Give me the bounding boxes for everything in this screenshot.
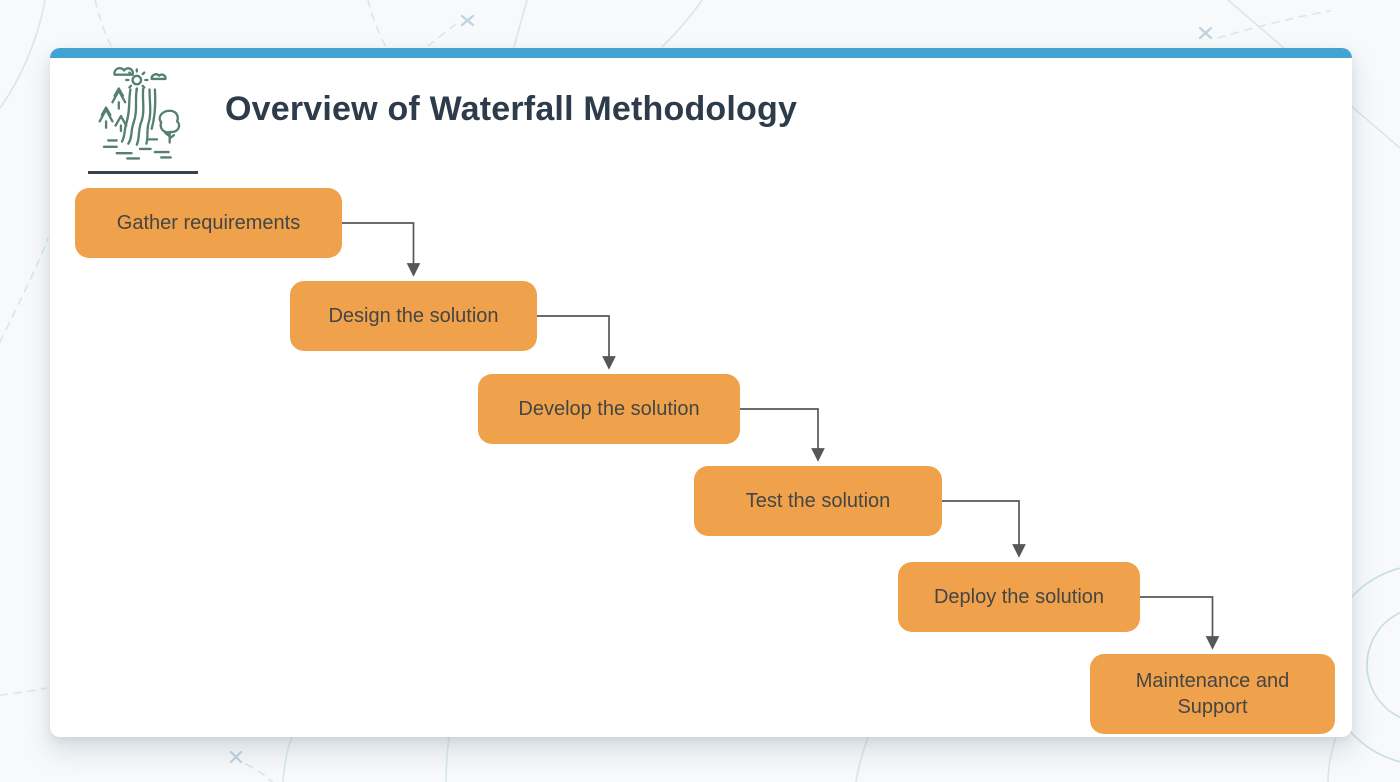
x-mark (1198, 26, 1213, 40)
x-mark (229, 750, 243, 764)
flow-node-test-the-solution: Test the solution (694, 466, 942, 536)
connector-arrow-2 (537, 315, 616, 370)
accent-bar (50, 48, 1352, 58)
flow-node-label: Test the solution (745, 490, 891, 512)
flow-node-deploy-the-solution: Deploy the solution (898, 562, 1140, 632)
flow-node-label: Deploy the solution (933, 586, 1105, 608)
waterfall-scene-icon (98, 66, 181, 160)
flow-node-develop-the-solution: Develop the solution (478, 374, 740, 444)
flow-node-gather-requirements: Gather requirements (75, 188, 342, 258)
flow-node-label: Design the solution (328, 305, 499, 327)
connector-arrow-5 (1140, 596, 1220, 650)
slide-title: Overview of Waterfall Methodology (225, 90, 798, 128)
flow-node-label: Maintenance and Support (1135, 670, 1290, 718)
flow-node-label: Gather requirements (116, 212, 301, 234)
connector-arrow-3 (740, 408, 825, 462)
x-mark (460, 14, 475, 27)
connector-arrow-1 (342, 222, 421, 277)
flow-node-label: Develop the solution (518, 398, 700, 420)
icon-underline (88, 171, 198, 174)
flow-node-maintenance-and-support: Maintenance and Support (1090, 654, 1335, 734)
slide-card: Overview of Waterfall Methodology Gather… (50, 48, 1352, 737)
flow-node-design-the-solution: Design the solution (290, 281, 537, 351)
connector-arrow-4 (942, 500, 1026, 558)
